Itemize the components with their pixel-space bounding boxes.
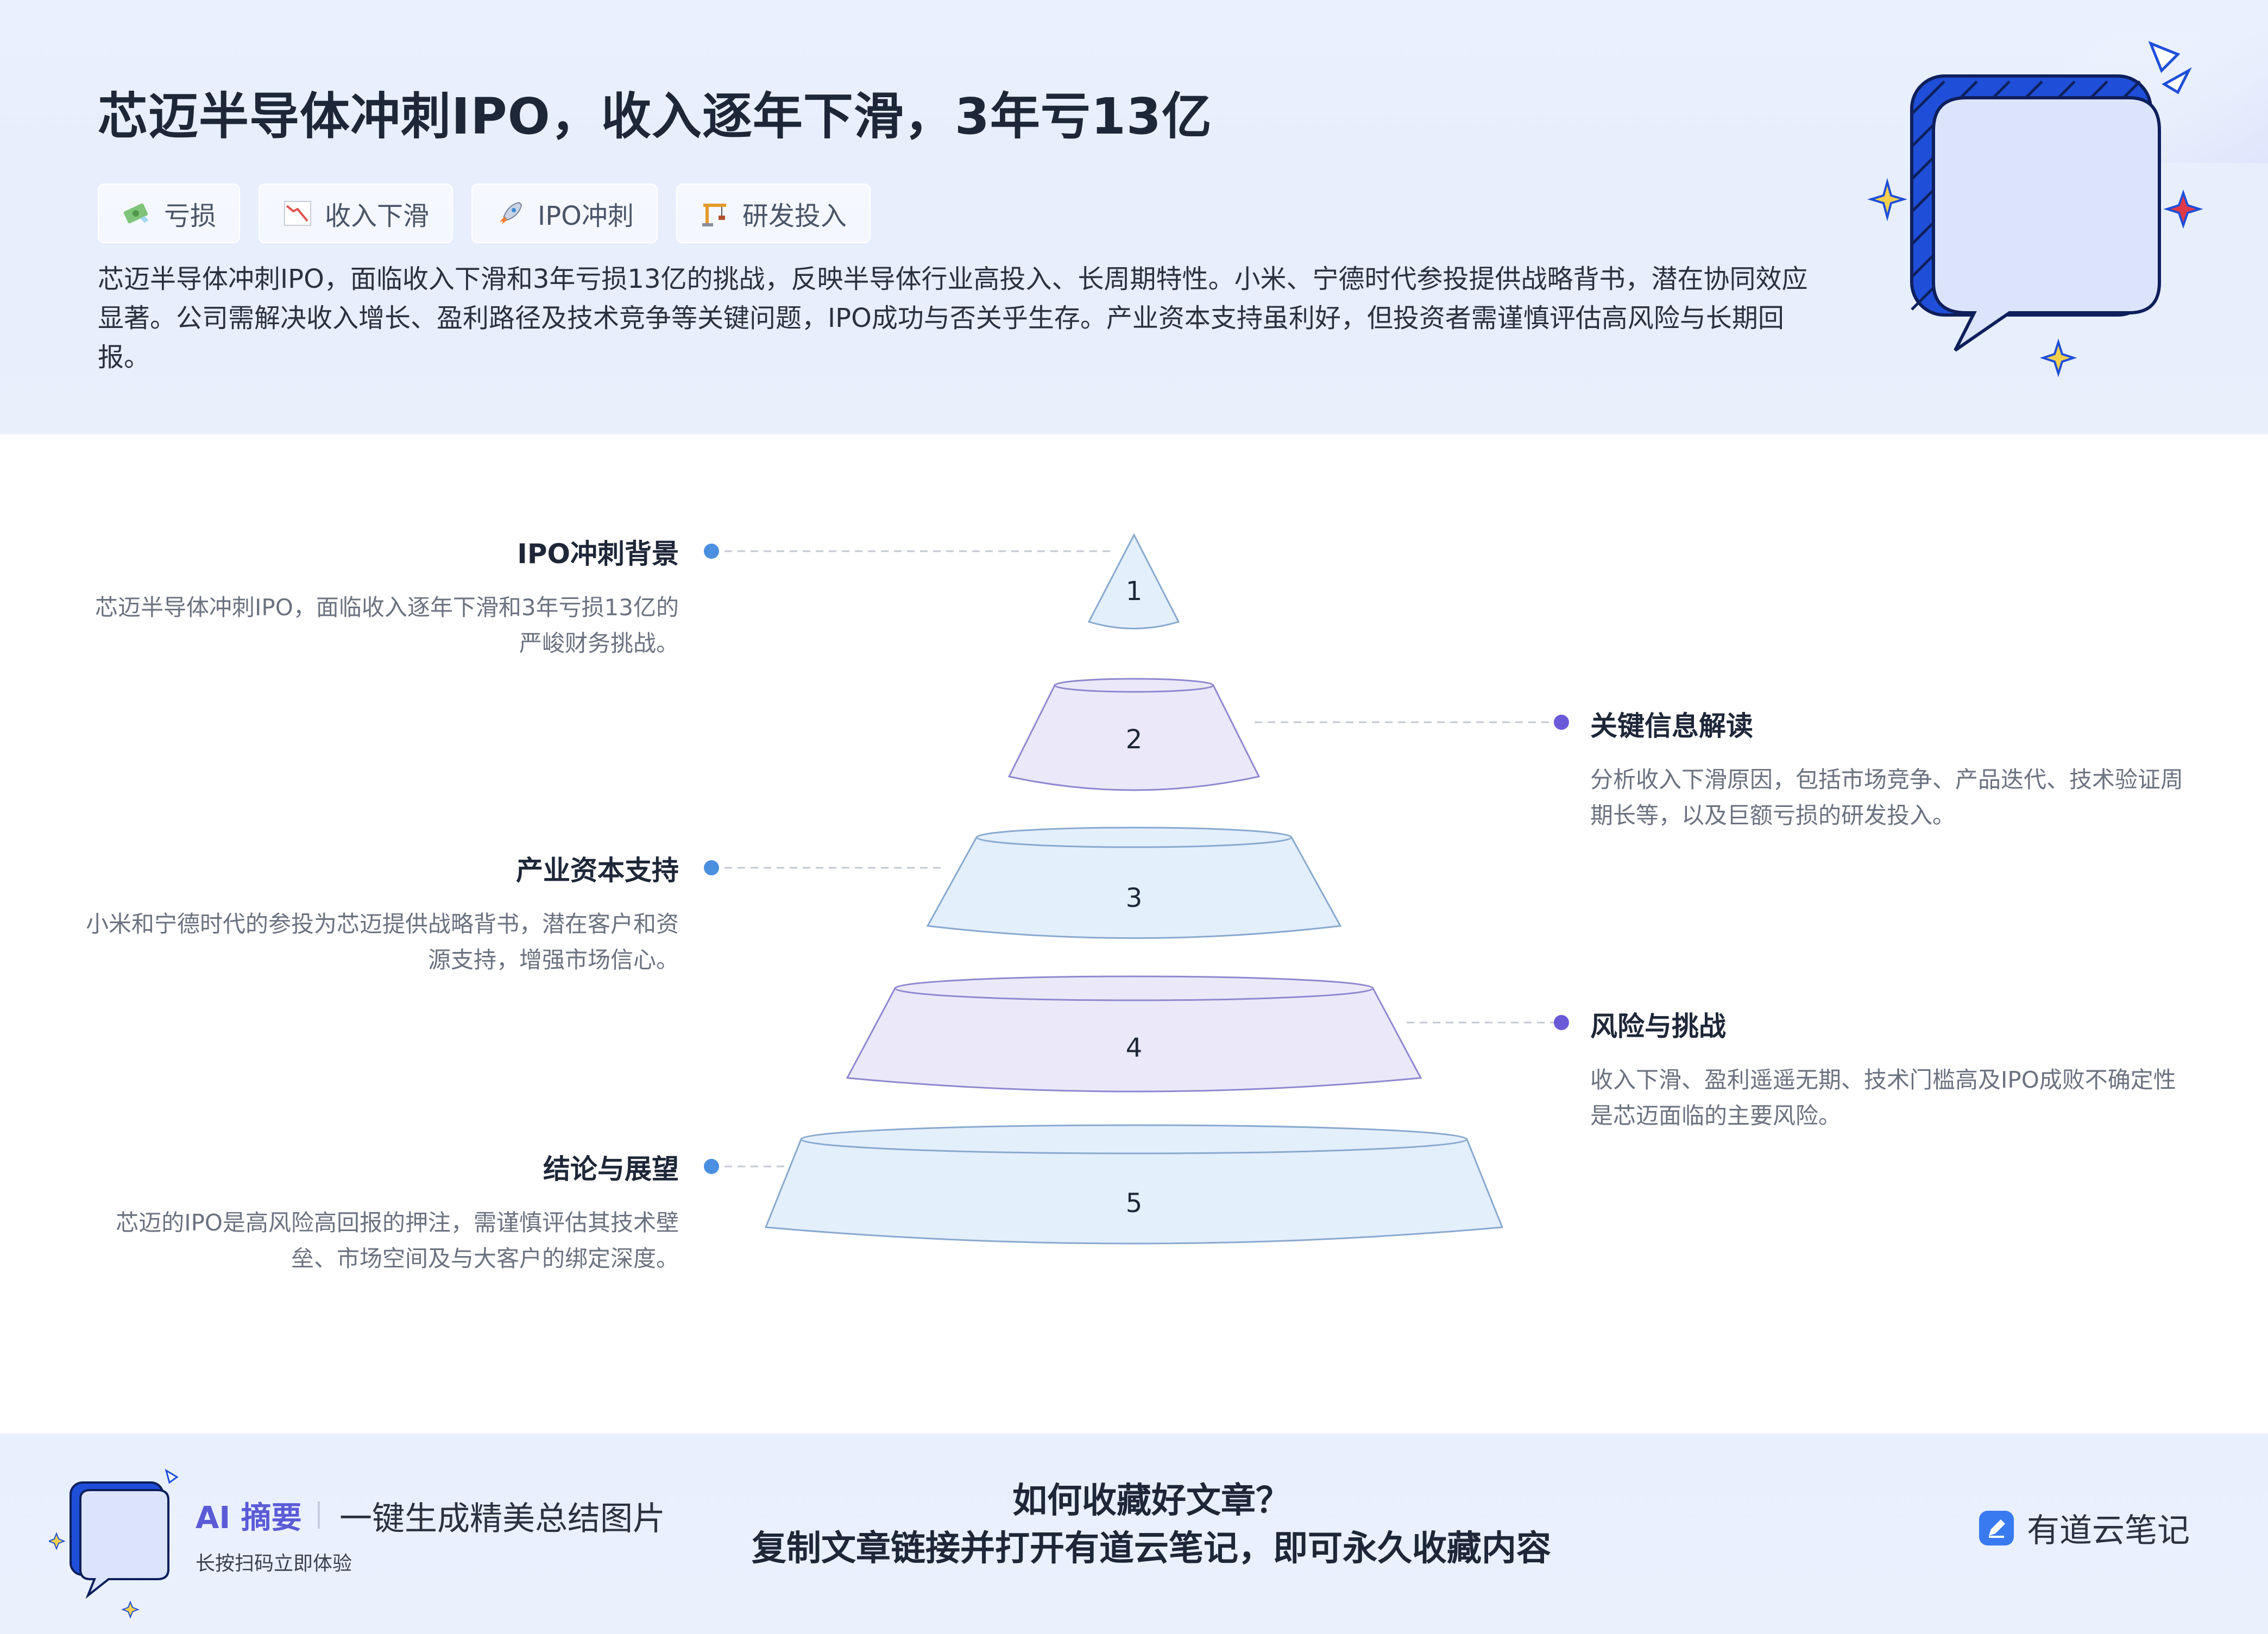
item-title: 风险与挑战 [1590,1011,1726,1042]
connector-dot [704,1159,719,1174]
summary-text: 芯迈半导体冲刺IPO，面临收入下滑和3年亏损13亿的挑战，反映半导体行业高投入、… [98,264,1808,373]
divider [318,1501,320,1529]
header: 芯迈半导体冲刺IPO，收入逐年下滑，3年亏13亿 亏损 收入下滑 IPO冲刺 [0,0,2268,434]
item-industry-capital: 产业资本支持 小米和宁德时代的参投为芯迈提供战略背书，潜在客户和资源支持，增强市… [81,849,679,978]
footer-answer: 复制文章链接并打开有道云笔记，即可永久收藏内容 [752,1529,1551,1569]
rocket-icon [500,201,522,224]
tag-loss[interactable]: 亏损 [98,184,241,243]
item-desc: 芯迈的IPO是高风险高回报的押注，需谨慎评估其技术壁垒、市场空间及与大客户的绑定… [116,1209,679,1272]
item-title: IPO冲刺背景 [517,538,679,570]
pyramid-diagram: 1 2 3 4 5 IPO冲刺背景 芯迈半导体冲刺IPO，面临收入逐年下滑和3年… [0,434,2268,1434]
chart-down-icon [284,201,312,226]
item-desc: 分析收入下滑原因，包括市场竞争、产品迭代、技术验证周期长等，以及巨额亏损的研发投… [1590,766,2184,829]
pyramid-layer-4[interactable] [846,975,1422,1093]
footer-slogan: 一键生成精美总结图片 [339,1500,665,1538]
brand[interactable]: 有道云笔记 [1977,1504,2190,1551]
tag-rd-investment[interactable]: 研发投入 [676,184,871,243]
connector-dot [1554,1015,1569,1030]
layer-number-5: 5 [1126,1188,1143,1219]
speech-bubble-icon [49,1468,179,1619]
tag-list: 亏损 收入下滑 IPO冲刺 研发投入 [98,184,871,243]
item-desc: 小米和宁德时代的参投为芯迈提供战略背书，潜在客户和资源支持，增强市场信心。 [85,911,679,973]
footer-cta: 如何收藏好文章？ 复制文章链接并打开有道云笔记，即可永久收藏内容 [706,1477,1597,1573]
pyramid-layer-2[interactable] [1007,678,1261,791]
tag-revenue-decline[interactable]: 收入下滑 [259,184,453,243]
connector-dot [704,860,719,875]
ai-summary-label: AI 摘要 [196,1500,302,1536]
item-risks: 风险与挑战 收入下滑、盈利遥遥无期、技术门槛高及IPO成败不确定性是芯迈面临的主… [1590,1005,2188,1134]
item-title: 关键信息解读 [1590,710,1753,742]
tag-ipo-sprint[interactable]: IPO冲刺 [471,184,658,243]
crane-icon [702,204,726,226]
pyramid-graphic: 1 2 3 4 5 [704,533,1569,1245]
item-desc: 芯迈半导体冲刺IPO，面临收入逐年下滑和3年亏损13亿的严峻财务挑战。 [95,594,679,657]
item-title: 产业资本支持 [516,855,679,886]
connectors [704,544,1569,1174]
item-conclusion: 结论与展望 芯迈的IPO是高风险高回报的押注，需谨慎评估其技术壁垒、市场空间及与… [81,1147,679,1277]
item-title: 结论与展望 [543,1153,679,1185]
layer-number-1: 1 [1126,576,1143,607]
brand-name: 有道云笔记 [2027,1512,2190,1550]
footer-question: 如何收藏好文章？ [1012,1481,1290,1521]
layer-number-4: 4 [1126,1033,1143,1063]
layer-number-3: 3 [1126,883,1143,913]
pyramid-layer-3[interactable] [926,827,1342,939]
footer-hint: 长按扫码立即体验 [196,1553,352,1575]
footer: AI 摘要 一键生成精美总结图片 长按扫码立即体验 如何收藏好文章？ 复制文章链… [0,1434,2268,1634]
speech-bubble-icon [1867,33,2268,377]
tag-label: 收入下滑 [325,201,430,231]
connector-dot [1554,715,1569,730]
layer-number-2: 2 [1126,724,1143,755]
item-desc: 收入下滑、盈利遥遥无期、技术门槛高及IPO成败不确定性是芯迈面临的主要风险。 [1590,1067,2176,1129]
youdao-note-logo-icon [1979,1510,2014,1545]
tag-label: 亏损 [164,201,217,231]
pyramid-layer-1[interactable] [1087,533,1180,629]
page-title: 芯迈半导体冲刺IPO，收入逐年下滑，3年亏13亿 [98,87,1212,146]
tag-label: 研发投入 [742,201,847,231]
pyramid-layer-5[interactable] [764,1124,1504,1245]
money-icon [123,203,149,224]
tag-label: IPO冲刺 [538,201,634,231]
connector-dot [704,544,719,559]
item-ipo-background: IPO冲刺背景 芯迈半导体冲刺IPO，面临收入逐年下滑和3年亏损13亿的严峻财务… [81,532,679,661]
item-key-info: 关键信息解读 分析收入下滑原因，包括市场竞争、产品迭代、技术验证周期长等，以及巨… [1590,704,2188,834]
